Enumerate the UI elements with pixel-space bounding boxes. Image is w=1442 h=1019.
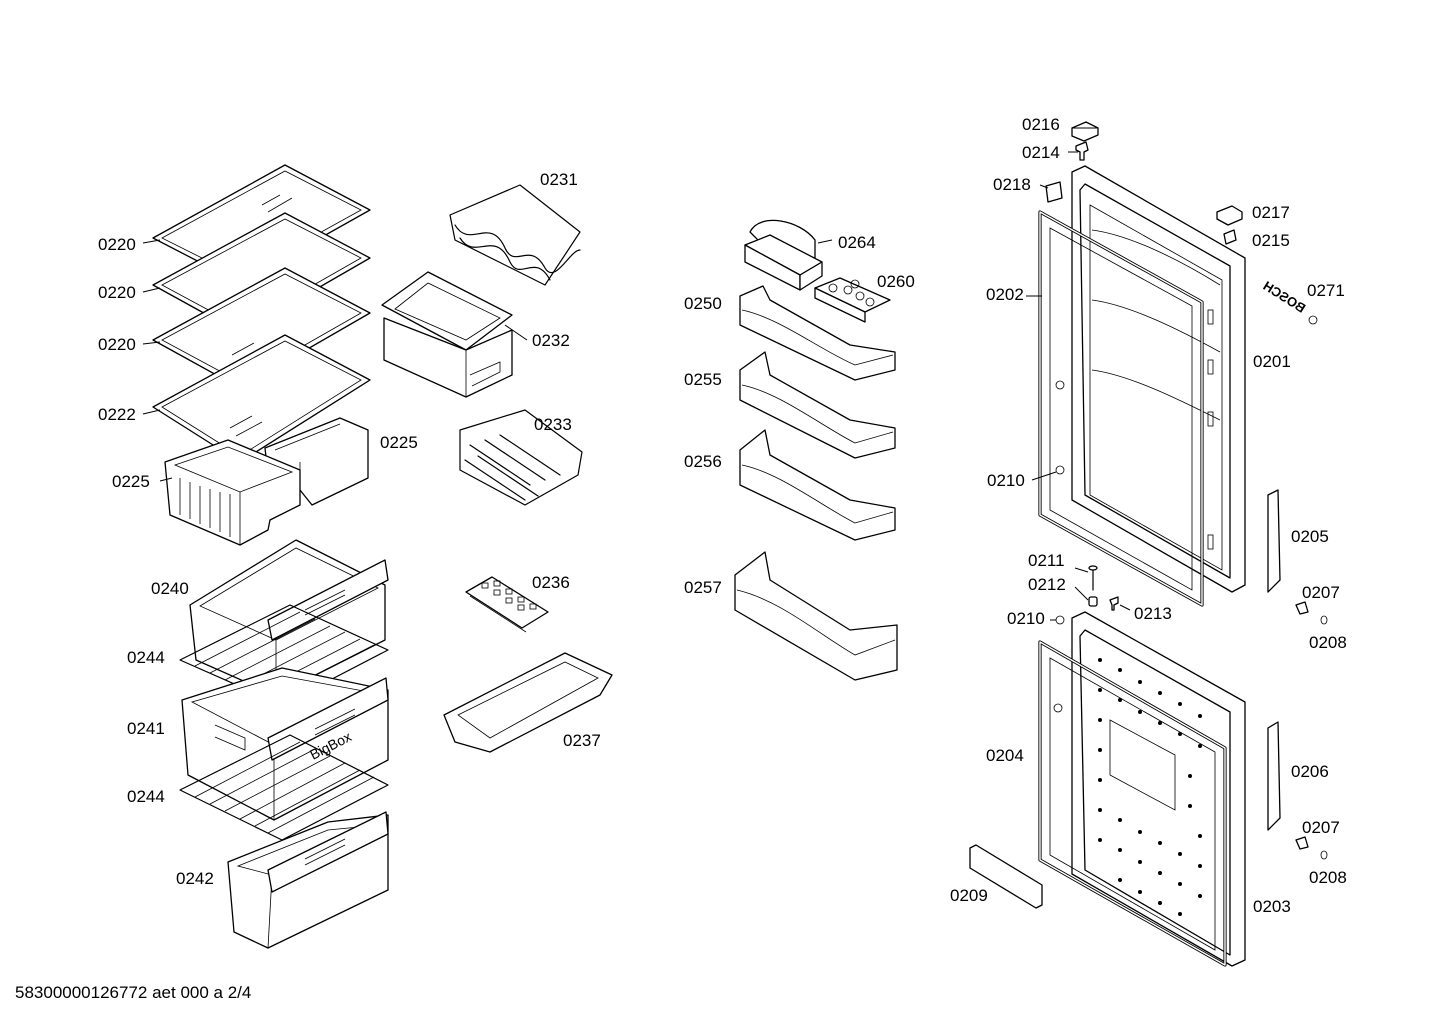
crisper-bin-0225-left <box>164 439 301 546</box>
label-0222: 0222 <box>98 405 136 424</box>
door-bin-0256 <box>739 429 896 541</box>
document-code: 58300000126772 aet 000 a 2/4 <box>15 983 251 1002</box>
label-0220-second: 0220 <box>98 283 136 302</box>
door-bin-0255 <box>739 351 896 459</box>
label-0250: 0250 <box>684 294 722 313</box>
label-0206: 0206 <box>1291 762 1329 781</box>
screw-0207-upper <box>1295 601 1309 615</box>
wire-rack-0233 <box>459 409 583 506</box>
label-0209: 0209 <box>950 886 988 905</box>
label-0256: 0256 <box>684 452 722 471</box>
cover-0218 <box>1045 181 1063 203</box>
freezer-door-dot-pattern <box>1098 658 1202 916</box>
label-0201: 0201 <box>1253 352 1291 371</box>
label-0218: 0218 <box>993 175 1031 194</box>
egg-holder-0260 <box>814 277 891 323</box>
door-gasket-0202 <box>1038 210 1204 607</box>
label-0241: 0241 <box>127 719 165 738</box>
label-0207-lower: 0207 <box>1302 818 1340 837</box>
wire-rack-0244-upper <box>179 604 389 706</box>
label-0237: 0237 <box>563 731 601 750</box>
glass-shelf-0222 <box>152 334 371 463</box>
hinge-pin-0214 <box>1075 141 1089 161</box>
label-0202: 0202 <box>986 285 1024 304</box>
ice-cube-tray-0236 <box>465 576 549 633</box>
label-0211: 0211 <box>1028 551 1065 570</box>
label-0216: 0216 <box>1022 115 1060 134</box>
door-gasket-0204 <box>1038 640 1227 967</box>
bottom-cover-0209 <box>969 844 1043 909</box>
callout-labels: 0220 0220 0220 0222 0225 0225 0231 0232 … <box>98 115 1347 916</box>
screw-0207-lower <box>1295 836 1309 850</box>
label-0212: 0212 <box>1028 575 1066 594</box>
handle-0205 <box>1267 489 1281 593</box>
drawer-0241-bigbox <box>181 667 389 821</box>
screw-0213 <box>1109 596 1119 611</box>
tray-0237 <box>443 652 613 753</box>
drawer-0242 <box>227 811 389 949</box>
clip-0217 <box>1216 205 1243 226</box>
washer-0208-lower <box>1320 850 1328 860</box>
label-0205: 0205 <box>1291 527 1329 546</box>
label-0255: 0255 <box>684 370 722 389</box>
label-0240: 0240 <box>151 579 189 598</box>
label-0210-upper: 0210 <box>987 471 1025 490</box>
door-bin-0250 <box>739 285 896 381</box>
storage-box-0232 <box>381 271 513 398</box>
label-0244-upper: 0244 <box>127 648 165 667</box>
wire-rack-0244-lower <box>179 734 389 841</box>
pin-0215 <box>1223 229 1237 245</box>
label-0220-third: 0220 <box>98 335 136 354</box>
label-0257: 0257 <box>684 578 722 597</box>
small-clip-0216 <box>1071 121 1099 142</box>
label-0208-lower: 0208 <box>1309 868 1347 887</box>
label-0244-lower: 0244 <box>127 787 165 806</box>
glass-shelf-0220-third <box>152 267 371 389</box>
label-0264: 0264 <box>838 233 876 252</box>
screw-0211 <box>1088 565 1098 591</box>
label-0225-right: 0225 <box>380 433 418 452</box>
leader-lines <box>142 127 1131 621</box>
fridge-door-0201 <box>1071 165 1246 593</box>
butter-compartment-0264 <box>744 219 823 291</box>
label-0242: 0242 <box>176 869 214 888</box>
label-0215: 0215 <box>1252 231 1290 250</box>
label-0204: 0204 <box>986 746 1024 765</box>
label-0220-top: 0220 <box>98 235 136 254</box>
label-0213: 0213 <box>1134 604 1172 623</box>
label-0207-upper: 0207 <box>1302 583 1340 602</box>
label-0225-left: 0225 <box>112 472 150 491</box>
label-0271: 0271 <box>1307 281 1345 300</box>
label-0232: 0232 <box>532 331 570 350</box>
label-0233: 0233 <box>534 415 572 434</box>
label-0260: 0260 <box>877 272 915 291</box>
hinge-screw-0210-lower <box>1055 615 1065 625</box>
freezer-door-0203 <box>1071 611 1246 967</box>
label-0214: 0214 <box>1022 143 1060 162</box>
label-0217: 0217 <box>1252 203 1290 222</box>
washer-0208-upper <box>1320 615 1328 625</box>
wine-rack-0231 <box>449 184 581 286</box>
cap-0212 <box>1088 596 1098 607</box>
label-0210-lower: 0210 <box>1007 609 1045 628</box>
door-bin-0257 <box>734 551 898 681</box>
label-0236: 0236 <box>532 573 570 592</box>
bosch-marking: BOSCH <box>1261 278 1309 316</box>
handle-0206 <box>1267 721 1281 831</box>
label-0208-upper: 0208 <box>1309 633 1347 652</box>
hinge-screw-0210-upper <box>1055 380 1065 475</box>
label-0231: 0231 <box>540 170 578 189</box>
label-0203: 0203 <box>1253 897 1291 916</box>
